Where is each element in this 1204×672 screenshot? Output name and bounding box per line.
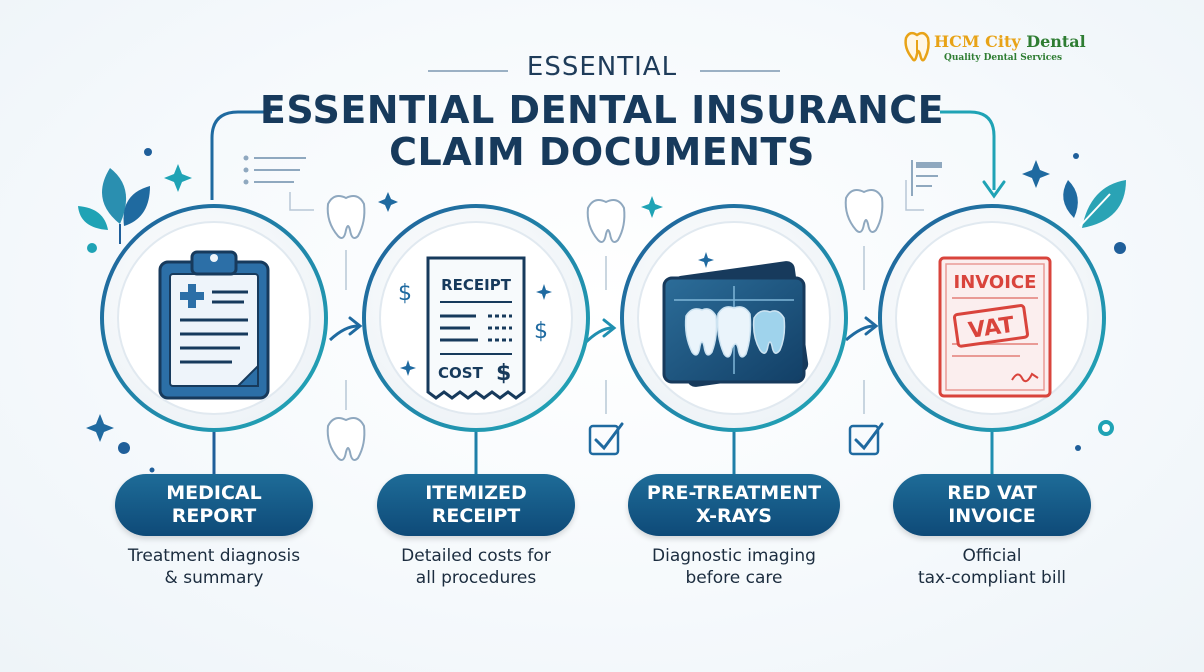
tooth-icon <box>326 195 366 239</box>
invoice-title: INVOICE <box>954 272 1037 293</box>
leaf-icon <box>1063 180 1126 228</box>
page-title-line1: ESSENTIAL DENTAL INSURANCE <box>259 88 945 132</box>
brand-logo: HCM City Dental Quality Dental Services <box>902 30 1102 70</box>
receipt-dollar-sign: $ <box>496 361 511 386</box>
step-label: ITEMIZED RECEIPT <box>425 482 527 527</box>
step-pill-pre-treatment-xrays: PRE-TREATMENT X-RAYS <box>628 474 840 536</box>
dollar-decor-right: $ <box>534 319 548 344</box>
decor-dot <box>1114 242 1126 254</box>
step-pill-medical-report: MEDICAL REPORT <box>115 474 313 536</box>
receipt-icon: RECEIPT COST $ <box>426 256 526 400</box>
vat-invoice-icon: INVOICE VAT <box>938 256 1052 398</box>
step-label: PRE-TREATMENT X-RAYS <box>646 482 822 527</box>
step-description: Diagnostic imaging before care <box>652 546 816 588</box>
decor-dot <box>149 467 155 473</box>
logo-name-part1: HCM City <box>934 32 1021 51</box>
clipboard-medical-icon <box>158 250 270 400</box>
checkbox-icon <box>588 422 624 456</box>
tooth-icon <box>844 189 884 233</box>
decor-dot <box>1075 445 1081 451</box>
chart-bars-icon <box>911 160 942 196</box>
sparkle-icon <box>1022 160 1050 188</box>
decor-dot <box>87 243 97 253</box>
top-connector-left <box>210 110 272 200</box>
step-pill-red-vat-invoice: RED VAT INVOICE <box>893 474 1091 536</box>
step-pill-itemized-receipt: ITEMIZED RECEIPT <box>377 474 575 536</box>
sparkle-icon <box>641 196 663 218</box>
list-lines-icon <box>243 155 306 185</box>
tooth-icon <box>326 417 366 461</box>
sparkle-icon <box>378 192 398 212</box>
dental-xray-icon <box>662 261 809 387</box>
decor-dot <box>118 442 130 454</box>
receipt-title: RECEIPT <box>441 276 512 294</box>
dollar-sign-right: $ <box>534 319 548 344</box>
sparkle-icon <box>400 360 416 376</box>
sparkle-icon <box>164 164 192 192</box>
tooth-logo-icon <box>904 31 930 62</box>
step-description: Detailed costs for all procedures <box>401 546 551 588</box>
sparkle-icon <box>86 414 114 442</box>
step-description: Treatment diagnosis & summary <box>127 546 301 588</box>
logo-name-part2: Dental <box>1026 32 1086 51</box>
top-connector-right <box>940 110 1006 199</box>
page-title-line2: CLAIM DOCUMENTS <box>389 130 815 174</box>
sparkle-icon <box>536 284 552 300</box>
dollar-decor-left: $ <box>398 281 412 306</box>
step-label: RED VAT INVOICE <box>947 482 1037 527</box>
receipt-cost-label: COST <box>438 364 484 382</box>
decor-dot <box>1073 153 1079 159</box>
decor-dot <box>1098 420 1114 436</box>
checkbox-icon <box>848 422 884 456</box>
logo-tagline: Quality Dental Services <box>944 53 1063 63</box>
connector-arrow-3 <box>845 316 879 342</box>
header-kicker: ESSENTIAL <box>526 52 678 82</box>
decor-dot <box>144 148 152 156</box>
sparkle-icon <box>698 252 714 268</box>
logo-name: HCM City Dental <box>934 32 1086 51</box>
step-label: MEDICAL REPORT <box>166 482 262 527</box>
dollar-sign-left: $ <box>398 281 412 306</box>
connector-arrow-1 <box>328 316 363 342</box>
guide-line <box>289 180 924 414</box>
step-description: Official tax-compliant bill <box>917 546 1067 588</box>
leaf-icon <box>78 168 150 244</box>
tooth-icon <box>586 199 626 243</box>
